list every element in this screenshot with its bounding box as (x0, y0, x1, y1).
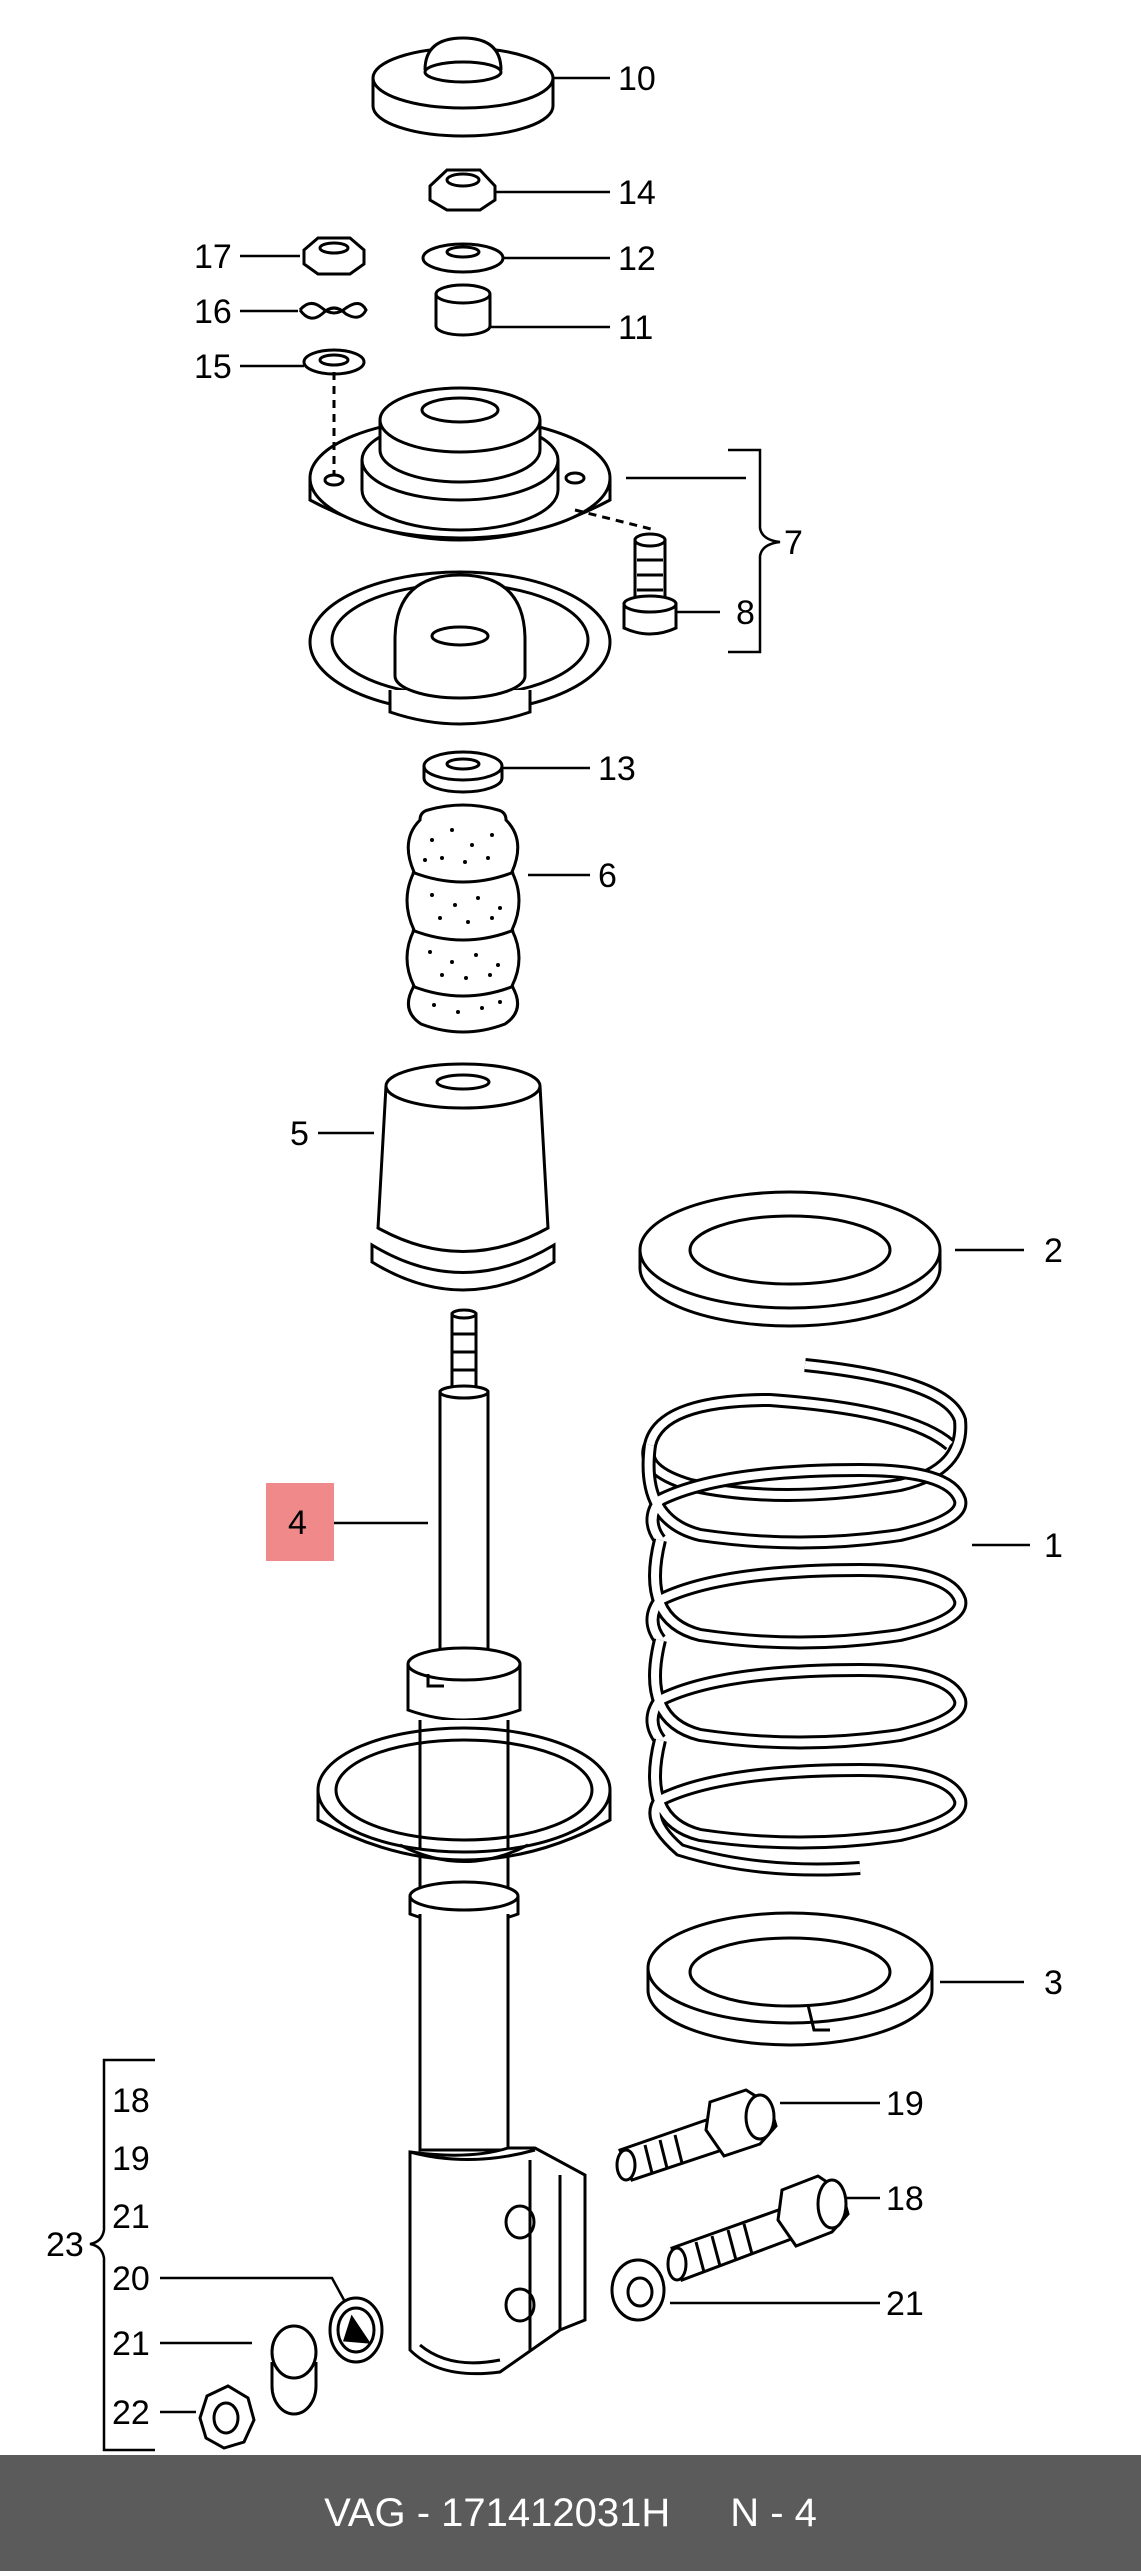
page-reference: N - 4 (730, 2490, 817, 2535)
callout-15[interactable]: 15 (194, 348, 232, 386)
group-item-22[interactable]: 22 (112, 2394, 150, 2432)
group-item-18[interactable]: 18 (112, 2082, 150, 2120)
part-13-washer (422, 750, 504, 794)
part-1-coil-spring (641, 1358, 968, 1877)
part-number: VAG - 171412031H (324, 2490, 671, 2535)
callout-12[interactable]: 12 (618, 240, 656, 278)
callout-14[interactable]: 14 (618, 174, 656, 212)
part-12-washer (421, 242, 505, 274)
part-21-bushing (270, 2324, 318, 2416)
callout-8[interactable]: 8 (736, 594, 755, 632)
leader-lines (160, 76, 1030, 2414)
callout-13[interactable]: 13 (598, 750, 636, 788)
callout-17[interactable]: 17 (194, 238, 232, 276)
callout-5[interactable]: 5 (290, 1115, 309, 1153)
part-8-stud (574, 508, 678, 636)
part-11-bushing (434, 283, 492, 337)
callout-23[interactable]: 23 (46, 2226, 84, 2264)
part-14-nut (428, 168, 497, 212)
highlight-box (266, 1483, 334, 1561)
callout-21[interactable]: 21 (886, 2285, 924, 2323)
part-21-washer (610, 2258, 666, 2322)
part-4-shock-absorber (316, 1308, 612, 2376)
callout-4[interactable]: 4 (288, 1504, 307, 1542)
part-15-washer (302, 348, 366, 376)
part-17-nut (302, 236, 366, 276)
part-10-cap (371, 36, 555, 138)
bracket-23 (89, 2058, 155, 2452)
callout-10[interactable]: 10 (618, 60, 656, 98)
part-3-spring-pad (646, 1911, 934, 2047)
part-19-bolt (615, 2088, 778, 2182)
group-item-21b[interactable]: 21 (112, 2325, 150, 2363)
part-2-spring-pad (638, 1190, 942, 1328)
part-upper-spring-seat (308, 570, 612, 726)
part-16-circlip (298, 302, 368, 320)
part-5-dust-boot (370, 1062, 556, 1292)
callout-1[interactable]: 1 (1044, 1527, 1063, 1565)
group-item-19[interactable]: 19 (112, 2140, 150, 2178)
callout-18[interactable]: 18 (886, 2180, 924, 2218)
bracket-7 (728, 448, 781, 654)
callout-6[interactable]: 6 (598, 857, 617, 895)
footer-bar: VAG - 171412031H N - 4 (0, 2455, 1141, 2571)
part-6-bump-stop (405, 803, 521, 1034)
part-20-eccentric (328, 2296, 384, 2364)
part-22-nut (198, 2384, 256, 2450)
callout-16[interactable]: 16 (194, 293, 232, 331)
callout-7[interactable]: 7 (784, 524, 803, 562)
parts-diagram: 10 14 17 12 16 11 15 7 8 13 6 5 2 4 1 3 … (46, 36, 1063, 2452)
callout-2[interactable]: 2 (1044, 1232, 1063, 1270)
callout-11[interactable]: 11 (618, 309, 653, 347)
callout-3[interactable]: 3 (1044, 1964, 1063, 2002)
callout-19[interactable]: 19 (886, 2085, 924, 2123)
group-item-20[interactable]: 20 (112, 2260, 150, 2298)
part-7-strut-mount (308, 372, 612, 542)
part-18-bolt (666, 2174, 850, 2282)
group-item-21[interactable]: 21 (112, 2198, 150, 2236)
